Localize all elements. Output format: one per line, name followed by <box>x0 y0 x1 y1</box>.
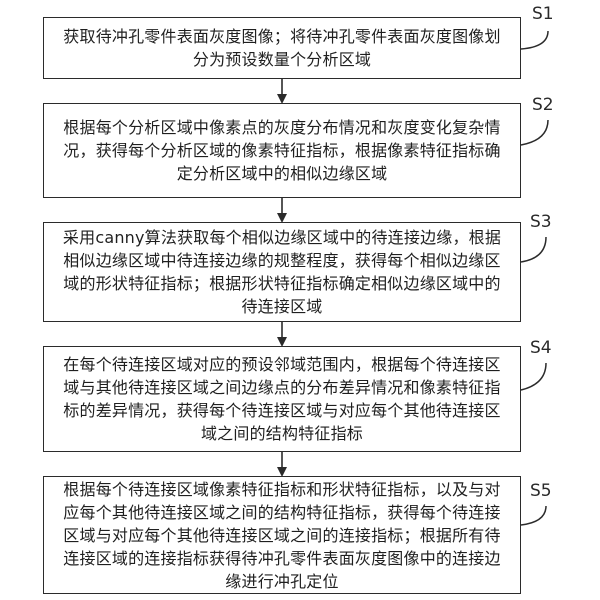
step-box-s4: 在每个待连接区域对应的预设邻域范围内，根据每个待连接区域与其他待连接区域之间边缘… <box>43 346 521 452</box>
step-label-s5: S5 <box>530 481 552 501</box>
step-box-s3: 采用canny算法获取每个相似边缘区域中的待连接边缘，根据相似边缘区域中待连接边… <box>43 222 521 322</box>
step-text-s1: 获取待冲孔零件表面灰度图像；将待冲孔零件表面灰度图像划分为预设数量个分析区域 <box>63 27 501 69</box>
step-label-s1: S1 <box>532 4 554 24</box>
leader-line-s3 <box>520 236 547 263</box>
step-text-s4: 在每个待连接区域对应的预设邻域范围内，根据每个待连接区域与其他待连接区域之间边缘… <box>63 355 501 443</box>
step-box-s5: 根据每个待连接区域像素特征指标和形状特征指标，以及与对应每个其他待连接区域之间的… <box>43 476 521 594</box>
step-box-s1: 获取待冲孔零件表面灰度图像；将待冲孔零件表面灰度图像划分为预设数量个分析区域 <box>43 17 521 79</box>
step-box-s2: 根据每个分析区域中像素点的灰度分布情况和灰度变化复杂情况，获得每个分析区域的像素… <box>43 103 521 198</box>
step-text-s5: 根据每个待连接区域像素特征指标和形状特征指标，以及与对应每个其他待连接区域之间的… <box>63 479 501 591</box>
step-label-s2: S2 <box>532 95 554 115</box>
step-label-s3: S3 <box>530 212 552 232</box>
step-text-s3: 采用canny算法获取每个相似边缘区域中的待连接边缘，根据相似边缘区域中待连接边… <box>62 228 502 316</box>
step-text-s2: 根据每个分析区域中像素点的灰度分布情况和灰度变化复杂情况，获得每个分析区域的像素… <box>63 118 501 183</box>
step-label-s4: S4 <box>530 338 552 358</box>
leader-line-s5 <box>520 505 547 526</box>
leader-line-s4 <box>520 362 547 391</box>
leader-line-s2 <box>520 119 549 146</box>
leader-line-s1 <box>520 30 549 50</box>
